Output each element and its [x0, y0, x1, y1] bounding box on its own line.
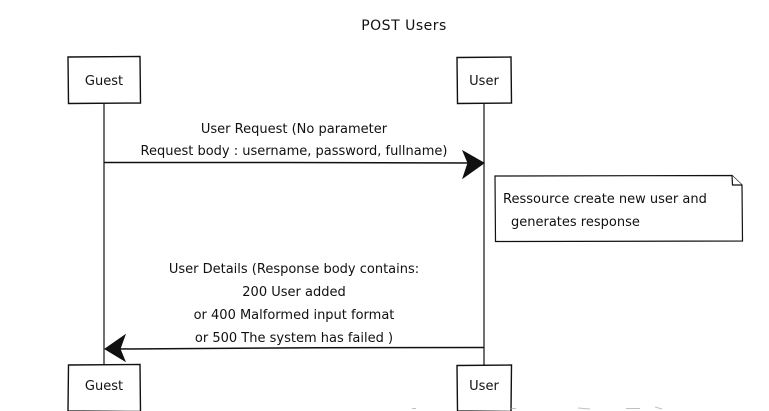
guest-participant-bottom: Guest	[67, 363, 142, 411]
request-arrow	[103, 149, 485, 180]
response-message-line4: or 500 The system has failed )	[195, 331, 393, 346]
request-message-line2: Request body : username, password, fulln…	[141, 144, 448, 159]
processing-note: Ressource create new user and generates …	[494, 174, 744, 243]
note-line1: Ressource create new user and	[503, 192, 707, 207]
guest-label-top: Guest	[85, 74, 123, 89]
request-message-line1: User Request (No parameter	[201, 122, 388, 137]
response-message-line2: 200 User added	[242, 285, 345, 300]
user-participant-bottom: User	[456, 364, 513, 411]
response-message-line3: or 400 Malformed input format	[194, 308, 395, 323]
response-arrow	[104, 333, 485, 363]
user-label-top: User	[469, 74, 499, 89]
response-message-line1: User Details (Response body contains:	[169, 262, 419, 277]
guest-label-bottom: Guest	[85, 379, 123, 394]
user-participant-top: User	[456, 56, 513, 105]
guest-participant-top: Guest	[67, 55, 142, 105]
bottom-edge-artifacts	[412, 406, 663, 410]
diagram-title: POST Users	[361, 18, 447, 34]
note-line2: generates response	[511, 215, 640, 230]
user-label-bottom: User	[469, 379, 499, 394]
